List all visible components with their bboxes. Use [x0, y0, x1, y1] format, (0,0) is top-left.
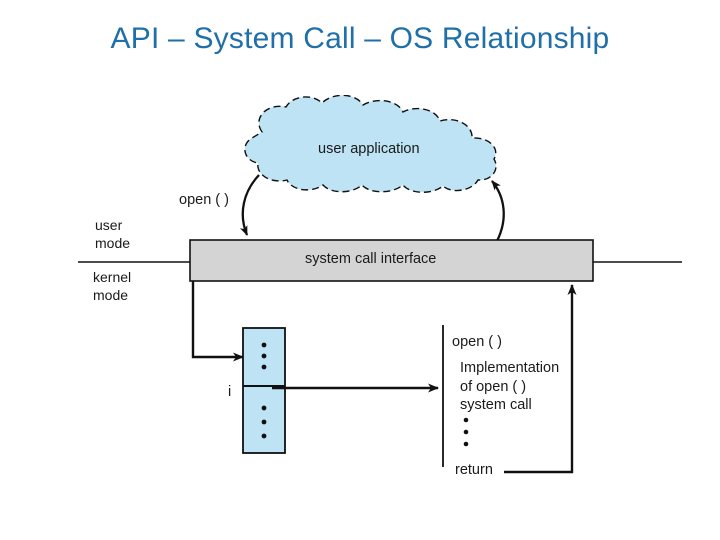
user-application-label: user application: [318, 141, 420, 157]
table-dot-above: [261, 342, 267, 348]
implementation-body-label: Implementation of open ( ) system call: [460, 359, 559, 415]
implementation-dot: [463, 429, 469, 435]
table-dot-below: [261, 433, 267, 439]
arrow-return-up: [491, 180, 505, 242]
system-call-table: [242, 327, 286, 454]
kernel-mode-label: kernel mode: [93, 269, 132, 303]
implementation-line-3: system call: [460, 397, 532, 413]
diagram-figure: user application open ( ) user mode kern…: [0, 95, 720, 515]
table-index-label: i: [228, 384, 232, 400]
diagram-vector-layer: [78, 95, 682, 474]
system-call-interface-label: system call interface: [305, 251, 437, 267]
table-dot-above: [261, 364, 267, 370]
system-call-interface-bar: [189, 239, 594, 282]
implementation-dot: [463, 417, 469, 423]
arrow-return-to-interface: [504, 284, 577, 474]
implementation-open-label: open ( ): [452, 334, 502, 350]
return-label: return: [455, 462, 493, 478]
user-application-cloud: [244, 95, 497, 193]
implementation-dot: [463, 441, 469, 447]
implementation-line-2: of open ( ): [460, 378, 527, 395]
arrow-dispatch-to-table: [191, 281, 244, 362]
open-call-label: open ( ): [179, 192, 229, 208]
implementation-line-1: Implementation: [460, 360, 560, 376]
page-title: API – System Call – OS Relationship: [110, 22, 610, 55]
table-dot-below: [261, 405, 267, 411]
table-dot-below: [261, 419, 267, 425]
arrow-call-down: [239, 174, 260, 236]
table-dot-above: [261, 353, 267, 359]
user-mode-label: user mode: [95, 217, 131, 251]
